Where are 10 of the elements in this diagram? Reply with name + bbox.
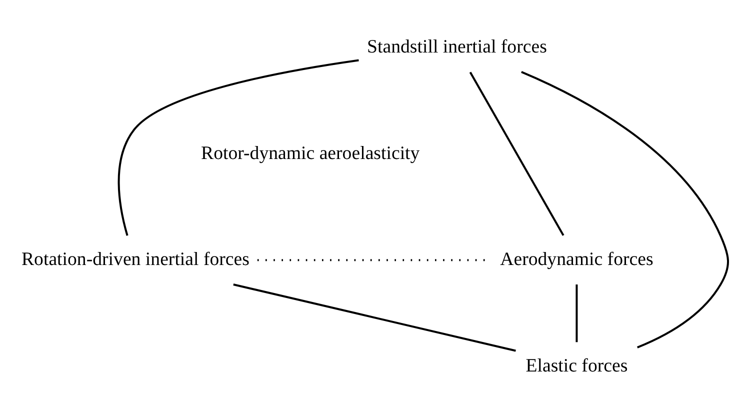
label: Rotor-dynamic aeroelasticity	[201, 142, 420, 164]
node-text: Aerodynamic forces	[500, 249, 654, 270]
node-text: Elastic forces	[526, 355, 628, 376]
connector	[469, 72, 564, 236]
connector	[118, 59, 359, 236]
node-text: Standstill inertial forces	[367, 36, 547, 58]
node-text: Rotation-driven inertial forces	[22, 249, 250, 270]
connector	[233, 283, 516, 352]
connector	[576, 284, 578, 342]
connector	[521, 71, 729, 348]
